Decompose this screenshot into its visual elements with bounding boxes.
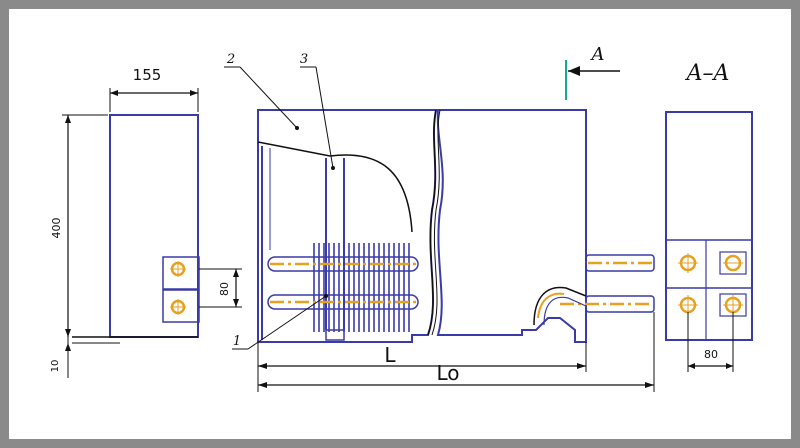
inner-casing-curve [329, 154, 413, 233]
section-view: A–A 80 [665, 61, 753, 372]
dim-L-label: L [384, 343, 396, 367]
callout-3-label: 3 [300, 52, 308, 67]
front-view: A 2 3 1 L Lo [224, 44, 655, 392]
side-view: 155 400 10 80 [50, 66, 242, 378]
side-terminal-block-lower [162, 289, 200, 323]
busbar-upper [267, 256, 420, 272]
break-line [427, 109, 437, 336]
callout-1-label: 1 [233, 334, 241, 349]
dim-Lo-label: Lo [436, 361, 459, 385]
dim-pitch-label: 80 [218, 282, 231, 296]
housing-right [436, 109, 587, 343]
side-terminal-block-upper [162, 256, 200, 290]
dim-height-label: 400 [50, 218, 63, 239]
break-line [431, 109, 441, 336]
heat-sink-fins [313, 243, 410, 332]
dim-bottom-label: 10 [50, 360, 61, 373]
busbar-lower [267, 294, 420, 310]
busbar-bend [533, 286, 587, 326]
busbar-stub-upper [585, 254, 655, 272]
busbar-stub-lower [560, 295, 655, 313]
dim-section-pitch-label: 80 [704, 348, 718, 361]
dim-width-label: 155 [133, 66, 162, 84]
callout-2-label: 2 [226, 52, 235, 67]
side-view-body [109, 114, 199, 338]
section-title: A–A [685, 61, 730, 86]
section-arrow-icon [568, 66, 580, 76]
section-arrow-label: A [590, 44, 605, 65]
